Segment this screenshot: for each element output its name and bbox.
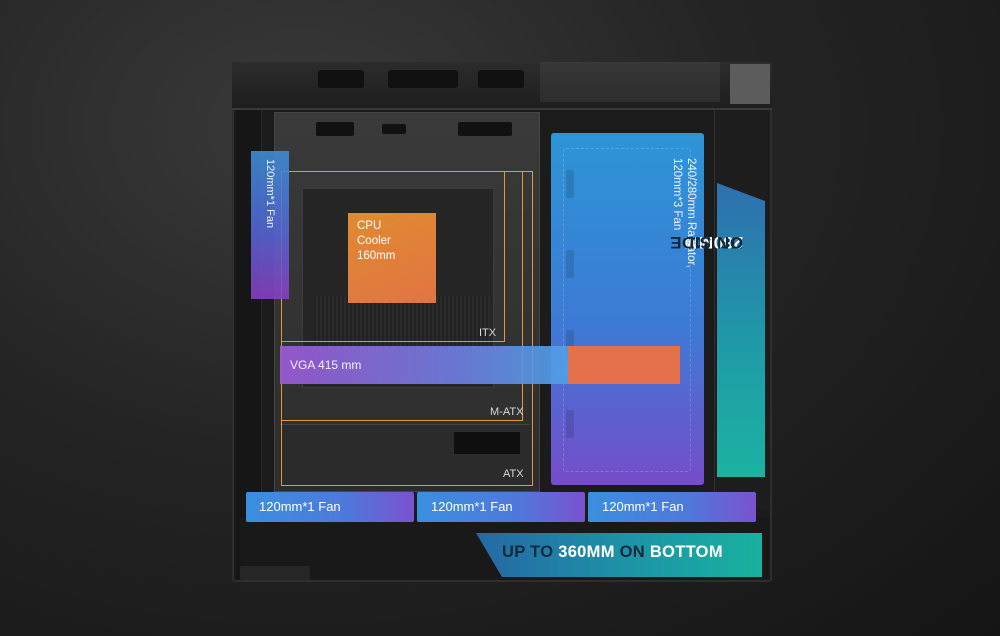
bottom-fan-zone	[246, 492, 414, 522]
bottom-fan-label: 120mm*1 Fan	[602, 499, 684, 514]
side-radiator-banner-text: UP TO 280MM ON SIDE	[669, 233, 743, 252]
tray-cutout	[458, 122, 512, 136]
gpu-length-highlight	[568, 346, 680, 384]
radiator-rib	[566, 170, 574, 198]
bottom-radiator-banner-text: UP TO 360MM ON BOTTOM	[502, 543, 723, 561]
front-fan-zone	[251, 151, 289, 299]
bottom-fan-zone	[417, 492, 585, 522]
radiator-rib	[566, 330, 574, 358]
radiator-rib	[566, 410, 574, 438]
cpu-cooler-label: CPU Cooler 160mm	[357, 220, 396, 262]
side-radiator-zone	[551, 133, 704, 485]
top-vent	[318, 70, 364, 88]
case-foot	[240, 566, 310, 580]
cpu-cooler-zone	[348, 213, 436, 303]
shroud-cutout	[454, 432, 520, 454]
radiator-frame	[563, 148, 691, 472]
bottom-fan-zone	[588, 492, 756, 522]
gpu-length-label: VGA 415 mm	[290, 358, 362, 372]
case-corner-bracket	[730, 64, 770, 104]
front-fan-label: 120mm*1 Fan	[264, 159, 276, 229]
matx-label: M-ATX	[490, 406, 524, 418]
glass-panel-reflection	[540, 62, 720, 102]
tray-cutout	[382, 124, 406, 134]
side-radiator-banner	[717, 183, 765, 477]
tray-cutout	[316, 122, 354, 136]
atx-label: ATX	[503, 468, 524, 480]
bottom-radiator-banner	[476, 533, 762, 577]
top-vent	[478, 70, 524, 88]
top-vent	[388, 70, 458, 88]
bottom-fan-label: 120mm*1 Fan	[431, 499, 513, 514]
radiator-rib	[566, 250, 574, 278]
bottom-fan-label: 120mm*1 Fan	[259, 499, 341, 514]
itx-label: ITX	[479, 327, 497, 339]
